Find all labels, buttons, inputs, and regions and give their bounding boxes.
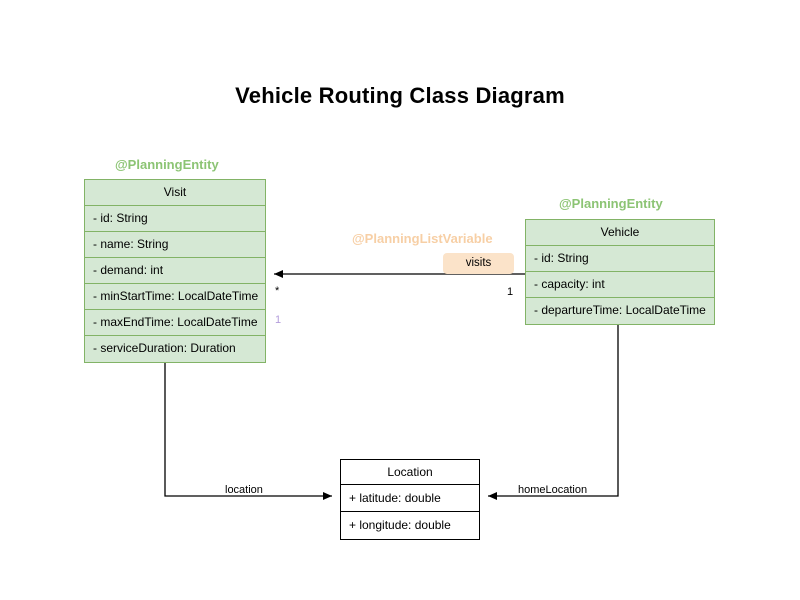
class-attribute: - name: String — [85, 232, 265, 258]
multiplicity-visits-target: * — [275, 285, 280, 297]
class-name-vehicle: Vehicle — [526, 220, 714, 246]
multiplicity-visits-source: 1 — [507, 286, 514, 298]
annotation-planning-entity-visit: @PlanningEntity — [115, 157, 219, 172]
edge-home-location — [488, 322, 619, 500]
class-attribute: - demand: int — [85, 258, 265, 284]
class-attribute: + latitude: double — [341, 485, 479, 512]
class-attribute: + longitude: double — [349, 518, 451, 532]
multiplicity-visits-target-secondary: 1 — [275, 314, 282, 326]
class-attribute: - id: String — [526, 246, 714, 272]
class-attribute: - id: String — [85, 206, 265, 232]
annotation-planning-entity-vehicle: @PlanningEntity — [559, 196, 663, 211]
edge-label-visits: visits — [443, 253, 514, 274]
class-name-visit: Visit — [85, 180, 265, 206]
class-attribute: - departureTime: LocalDateTime — [534, 303, 706, 317]
edge-location — [164, 363, 332, 500]
class-box-visit[interactable]: Visit - id: String - name: String - dema… — [84, 179, 266, 363]
class-box-vehicle[interactable]: Vehicle - id: String - capacity: int - d… — [525, 219, 715, 325]
edge-label-location: location — [225, 484, 263, 496]
annotation-planning-list-variable: @PlanningListVariable — [352, 231, 493, 246]
class-attribute: - maxEndTime: LocalDateTime — [85, 310, 265, 336]
class-attribute: - minStartTime: LocalDateTime — [85, 284, 265, 310]
class-box-location[interactable]: Location + latitude: double + longitude:… — [340, 459, 480, 540]
class-attribute: - serviceDuration: Duration — [93, 341, 236, 355]
edge-label-home-location: homeLocation — [518, 484, 588, 496]
class-attribute: - capacity: int — [526, 272, 714, 298]
class-name-location: Location — [341, 460, 479, 485]
page-title: Vehicle Routing Class Diagram — [235, 83, 565, 108]
